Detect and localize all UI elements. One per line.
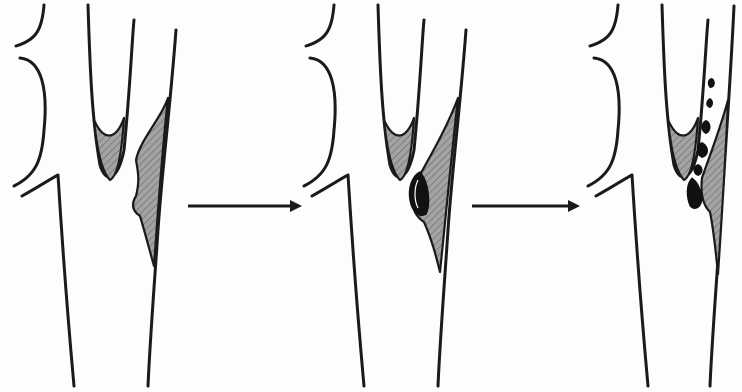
panel-3-bifurcation-plaque (668, 118, 698, 180)
panel-3-embolus-fragment (706, 98, 713, 108)
panel-3-external-carotid-wall (590, 5, 618, 46)
panel-1-external-carotid-wall (16, 5, 44, 46)
panel-1-external-carotid-wall-lower (14, 58, 45, 186)
panel-2-external-carotid-wall-lower (304, 58, 335, 186)
panel-2-common-carotid-left-wall (312, 175, 364, 386)
panel-2-external-carotid-wall (306, 5, 334, 46)
panel-2-thrombus (304, 5, 466, 386)
panel-3-embolus-fragment (702, 120, 711, 134)
panel-3-common-carotid-left-wall (596, 175, 648, 386)
panel-2-bifurcation-plaque (384, 118, 414, 180)
panel-1-common-carotid-left-wall (22, 175, 74, 386)
panel-1-bifurcation-plaque (94, 118, 124, 180)
panel-3-embolization (588, 5, 734, 386)
panel-3-external-carotid-wall-lower (588, 58, 619, 186)
progression-arrow-1 (188, 200, 302, 212)
panel-1-plaque (14, 5, 176, 386)
panel-3-embolus-fragment (708, 78, 715, 88)
progression-arrow-2 (472, 200, 580, 212)
panel-3-ruptured-thrombus (687, 178, 702, 208)
